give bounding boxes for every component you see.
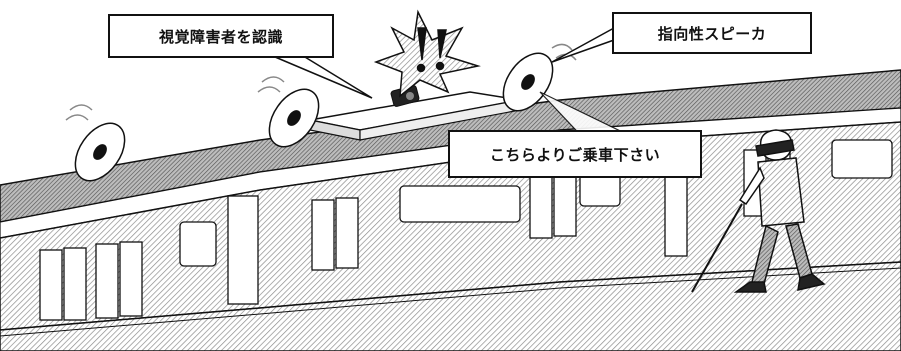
car-connectors: [227, 155, 688, 305]
directional-speaker-icon: [65, 104, 126, 182]
visually-impaired-person-icon: [691, 129, 826, 293]
platform: [0, 261, 901, 351]
platform-edge: [0, 267, 901, 337]
alert-burst-icon: [373, 9, 481, 98]
boarding-announcement-label: こちらよりご乗車下さい: [448, 130, 702, 178]
directional-speaker-icon: [257, 76, 320, 148]
directional-speaker-icon: [502, 43, 577, 112]
speaker-label: 指向性スピーカ: [612, 12, 812, 54]
callout-pointer: [267, 53, 373, 99]
recognition-label: 視覚障害者を認識: [108, 14, 334, 58]
